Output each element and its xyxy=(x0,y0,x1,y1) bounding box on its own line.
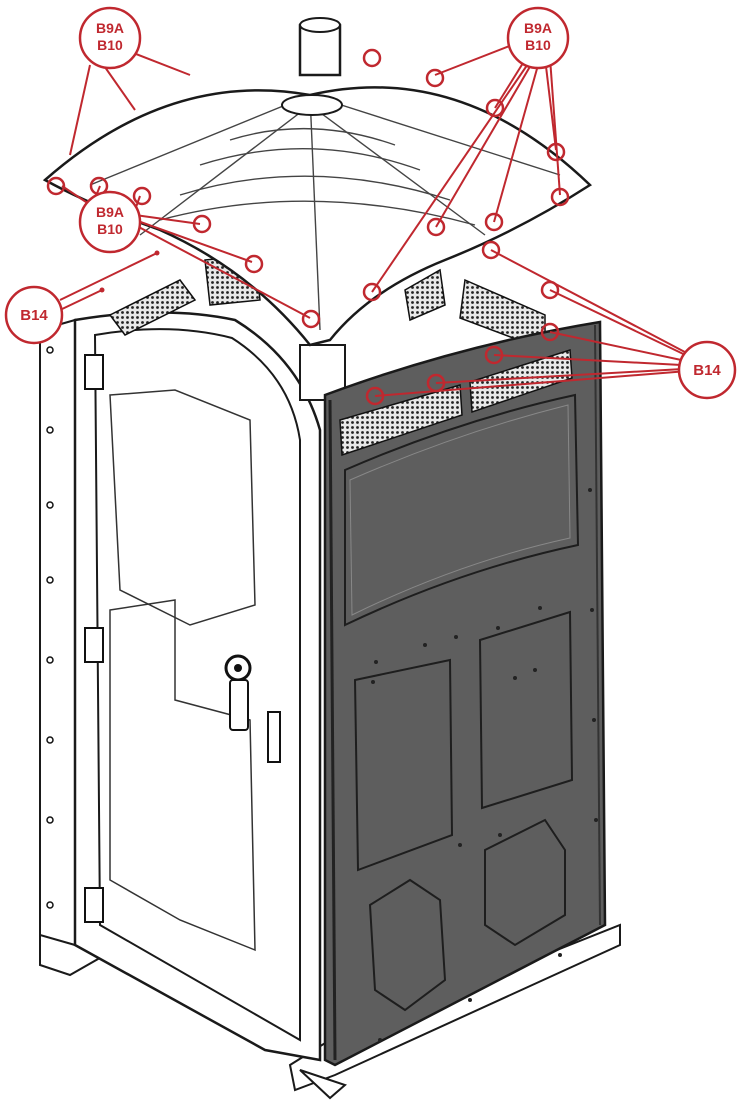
callout-target-rings xyxy=(46,48,570,406)
door-lower-recess xyxy=(109,599,256,952)
roof-ribs xyxy=(89,94,561,331)
callout-left-b14-label: B14 xyxy=(20,307,48,324)
callout-top-right-line2: B10 xyxy=(525,37,551,53)
door-upper-recess xyxy=(109,389,256,626)
rivet-markers xyxy=(99,250,160,293)
callout-top-left-line1: B9A xyxy=(96,20,124,36)
roof xyxy=(42,17,593,347)
hinge-bottom xyxy=(84,887,104,923)
panel-vent-right xyxy=(469,348,573,414)
callout-top-left: B9A B10 xyxy=(78,6,142,70)
callout-mid-left-line1: B9A xyxy=(96,204,124,220)
callout-right-b14-label: B14 xyxy=(693,362,721,379)
left-wall xyxy=(39,318,76,947)
roof-hub xyxy=(281,94,343,116)
panel-vent-left xyxy=(339,384,463,457)
hinge-top xyxy=(84,354,104,390)
side-panel-body xyxy=(323,320,607,1067)
door-assembly xyxy=(39,311,322,1062)
callout-left-b14: B14 xyxy=(4,285,64,345)
roof-shell xyxy=(42,86,593,347)
left-wall-rivets xyxy=(46,346,54,909)
callout-mid-left-line2: B10 xyxy=(97,221,123,237)
panel-rivets xyxy=(371,488,598,1042)
callout-right-b14: B14 xyxy=(677,340,737,400)
callout-mid-left: B9A B10 xyxy=(78,190,142,254)
door-latch xyxy=(267,711,281,763)
callout-top-right-line1: B9A xyxy=(524,20,552,36)
door-handle-recess xyxy=(229,679,249,731)
door-panel xyxy=(93,328,301,1042)
hinge-middle xyxy=(84,627,104,663)
callout-top-left-line2: B10 xyxy=(97,37,123,53)
panel-recesses xyxy=(344,393,580,1012)
callout-top-right: B9A B10 xyxy=(506,6,570,70)
side-panel xyxy=(323,320,607,1067)
